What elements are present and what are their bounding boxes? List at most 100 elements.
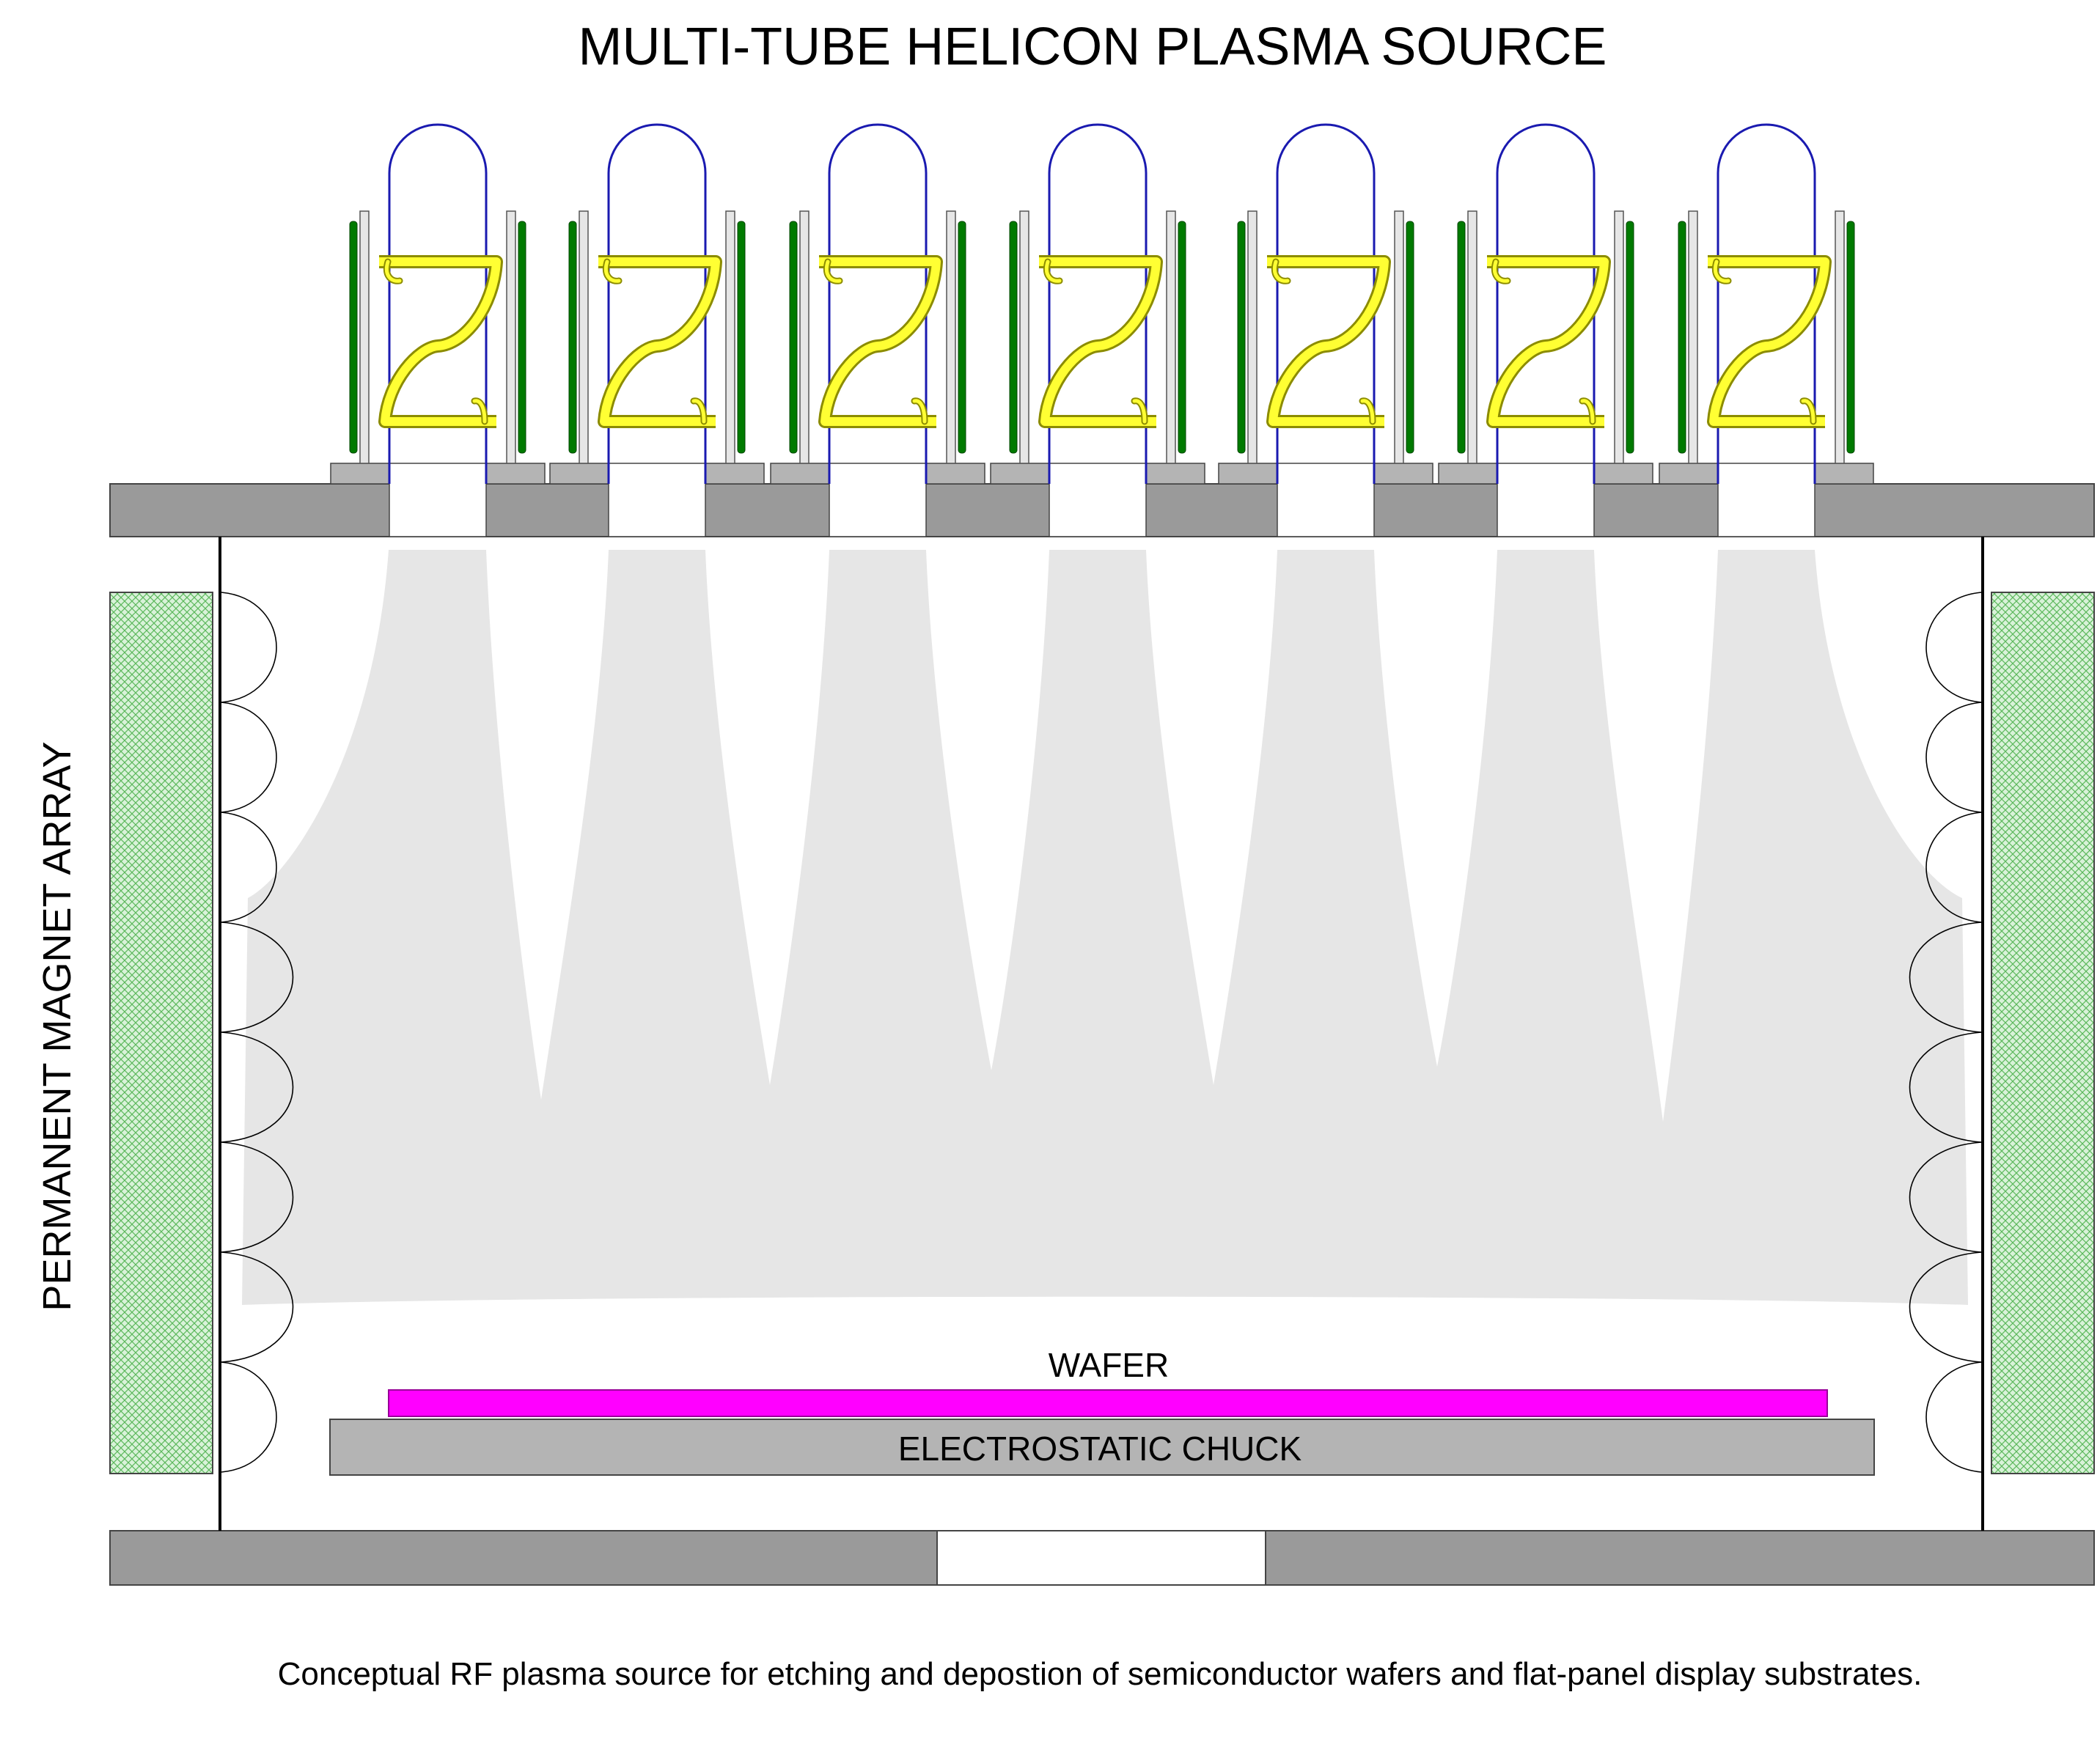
support-rod <box>1467 210 1477 464</box>
bottom-port <box>936 1530 1266 1586</box>
quartz-tube <box>388 123 488 484</box>
antenna-end-fill <box>1801 399 1816 424</box>
helicon-tube <box>1659 123 1874 537</box>
tube-port <box>829 463 927 537</box>
helicon-tubes <box>330 123 1874 537</box>
quartz-tube <box>1276 123 1376 484</box>
side-label: PERMANENT MAGNET ARRAY <box>35 741 79 1311</box>
cusp-right <box>1909 1251 1982 1363</box>
cusp-left <box>221 1251 294 1363</box>
tube-flange-right <box>1373 463 1433 485</box>
support-rod <box>359 210 370 464</box>
antenna-end-fill <box>691 399 706 424</box>
cusp-left <box>221 812 277 923</box>
tube-port <box>1717 463 1816 537</box>
support-rod <box>1835 210 1845 464</box>
cusp-right <box>1925 1361 1982 1473</box>
plasma-glow <box>242 550 1968 1305</box>
quartz-tube <box>1048 123 1148 484</box>
antenna-end-fill <box>1360 399 1375 424</box>
helicon-tube <box>1218 123 1433 537</box>
support-rod <box>1688 210 1698 464</box>
cusp-left <box>221 592 277 703</box>
support-rod <box>506 210 516 464</box>
electrostatic-chuck <box>329 1419 1875 1476</box>
tube-port <box>1497 463 1595 537</box>
tube-flange-left <box>990 463 1050 485</box>
helicon-tube <box>549 123 765 537</box>
antenna-end-fill <box>385 260 402 283</box>
tube-flange-left <box>549 463 609 485</box>
tube-port <box>1049 463 1147 537</box>
support-rod <box>1247 210 1258 464</box>
wafer-label: WAFER <box>1049 1346 1169 1384</box>
helicon-tube <box>1438 123 1653 537</box>
green-magnet <box>349 221 358 454</box>
green-magnet <box>1009 221 1018 454</box>
antenna-end-fill <box>1045 260 1062 283</box>
green-magnet <box>789 221 798 454</box>
antenna-end-fill <box>1580 399 1595 424</box>
support-rod <box>946 210 956 464</box>
tube-flange-right <box>925 463 985 485</box>
green-magnet <box>568 221 577 454</box>
support-rod <box>1394 210 1404 464</box>
support-rod <box>1614 210 1624 464</box>
green-magnet <box>1457 221 1466 454</box>
helical-antenna <box>1039 257 1161 426</box>
green-magnet <box>1626 221 1634 454</box>
cusp-right <box>1925 592 1982 703</box>
helical-antenna <box>1708 257 1829 426</box>
tube-flange-right <box>1814 463 1874 485</box>
green-magnet <box>1178 221 1186 454</box>
cusp-left <box>221 1141 294 1253</box>
antenna-end-fill <box>825 260 842 283</box>
tube-flange-left <box>770 463 830 485</box>
antenna-end-fill <box>1132 399 1147 424</box>
antenna-end-fill <box>912 399 927 424</box>
tube-flange-right <box>485 463 546 485</box>
tube-port <box>608 463 706 537</box>
cusp-left <box>221 702 277 813</box>
support-rod <box>1166 210 1176 464</box>
tube-flange-right <box>705 463 765 485</box>
antenna-end-fill <box>1493 260 1510 283</box>
helical-antenna <box>819 257 941 426</box>
green-magnet <box>1237 221 1246 454</box>
tube-flange-right <box>1145 463 1205 485</box>
cusp-right <box>1909 1031 1982 1143</box>
helicon-tube <box>770 123 985 537</box>
green-magnet <box>518 221 526 454</box>
magnetic-cusps <box>221 592 1982 1473</box>
wafer <box>388 1389 1828 1417</box>
tube-port <box>389 463 487 537</box>
right-magnet-array <box>1991 592 2095 1474</box>
plasma-region <box>242 550 1968 1305</box>
support-rod <box>725 210 735 464</box>
cusp-right <box>1909 922 1982 1033</box>
quartz-tube <box>607 123 707 484</box>
chuck-label: ELECTROSTATIC CHUCK <box>898 1430 1302 1468</box>
helical-antenna <box>1487 257 1609 426</box>
tube-flange-left <box>1438 463 1498 485</box>
cusp-left <box>221 1031 294 1143</box>
green-magnet <box>1678 221 1686 454</box>
cusp-left <box>221 1361 277 1473</box>
support-rod <box>579 210 589 464</box>
green-magnet <box>1846 221 1855 454</box>
helical-antenna <box>1267 257 1389 426</box>
cusp-left <box>221 922 294 1033</box>
tube-flange-left <box>330 463 390 485</box>
tube-flange-left <box>1218 463 1278 485</box>
green-magnet <box>958 221 966 454</box>
cusp-right <box>1909 1141 1982 1253</box>
support-rod <box>1019 210 1029 464</box>
helicon-tube <box>330 123 546 537</box>
left-magnet-array <box>109 592 213 1474</box>
tube-flange-right <box>1593 463 1653 485</box>
caption: Conceptual RF plasma source for etching … <box>278 1656 1923 1692</box>
quartz-tube <box>1717 123 1816 484</box>
green-magnet <box>1406 221 1414 454</box>
